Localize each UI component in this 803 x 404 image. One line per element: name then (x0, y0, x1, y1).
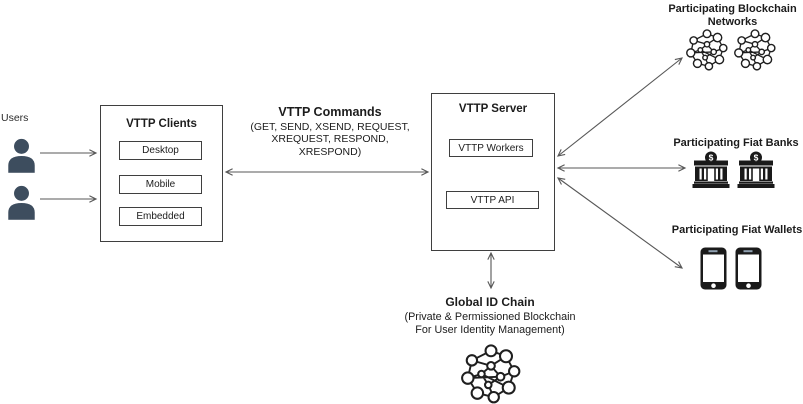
vttp-clients-box: VTTP Clients Desktop Mobile Embedded (100, 105, 223, 242)
bank-icon (692, 151, 730, 188)
users-label: Users (1, 112, 29, 124)
arrow-server-wallets (556, 177, 684, 269)
global-id-chain-block: Global ID Chain (Private & Permissioned … (390, 295, 590, 337)
client-desktop-label: Desktop (142, 145, 179, 156)
fiat-wallets-icons (700, 247, 762, 290)
global-id-chain-title: Global ID Chain (445, 295, 535, 309)
vttp-server-box: VTTP Server VTTP Workers VTTP API (431, 93, 555, 251)
vttp-commands-line: XRESPOND) (298, 145, 362, 158)
smartphone-icon (700, 247, 727, 290)
global-id-chain-subtitle: For User Identity Management) (415, 324, 565, 336)
bank-icon (737, 151, 775, 188)
vttp-clients-title: VTTP Clients (126, 118, 197, 130)
client-desktop-box: Desktop (119, 141, 202, 160)
user-icon (6, 137, 37, 174)
client-embedded-box: Embedded (119, 207, 202, 226)
blockchain-network-icon (686, 29, 728, 71)
blockchain-networks-icons (686, 29, 776, 71)
client-embedded-label: Embedded (136, 211, 185, 222)
client-mobile-box: Mobile (119, 175, 202, 194)
vttp-commands-line: XREQUEST, RESPOND, (271, 133, 389, 146)
vttp-workers-label: VTTP Workers (458, 142, 524, 154)
fiat-banks-icons (692, 151, 775, 188)
smartphone-icon (735, 247, 762, 290)
vttp-commands-block: VTTP Commands (GET, SEND, XSEND, REQUEST… (228, 105, 432, 158)
vttp-commands-line: (GET, SEND, XSEND, REQUEST, (250, 121, 410, 133)
vttp-server-title: VTTP Server (458, 103, 528, 115)
fiat-banks-title: Participating Fiat Banks (673, 137, 799, 149)
blockchain-networks-title: Participating Blockchain Networks (668, 3, 797, 28)
blockchain-network-icon (734, 29, 776, 71)
vttp-commands-title: VTTP Commands (278, 105, 382, 119)
user-icon (6, 184, 37, 221)
fiat-wallets-title: Participating Fiat Wallets (671, 224, 803, 236)
vttp-workers-box: VTTP Workers (449, 139, 533, 157)
global-id-chain-subtitle: (Private & Permissioned Blockchain (404, 311, 576, 323)
client-mobile-label: Mobile (145, 179, 176, 190)
vttp-api-label: VTTP API (470, 194, 515, 206)
network-mesh-icon (461, 344, 521, 404)
vttp-api-box: VTTP API (446, 191, 539, 209)
arrow-server-blockchain (557, 57, 683, 157)
